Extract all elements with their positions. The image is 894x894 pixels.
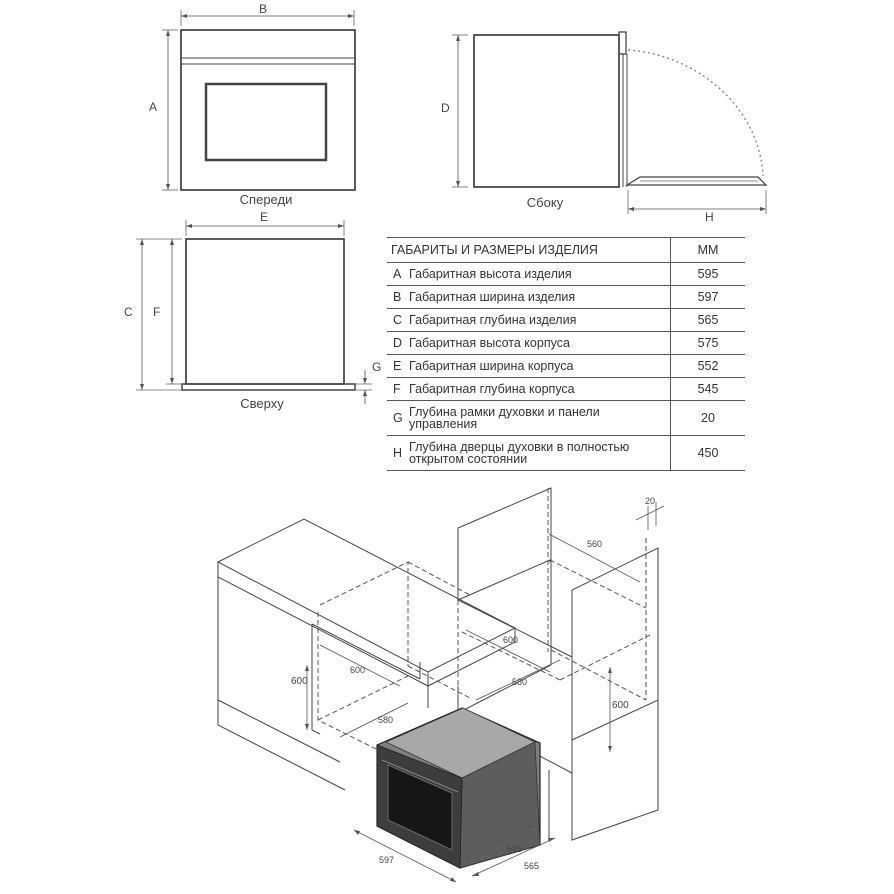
table-row: C Габаритная глубина изделия 565: [387, 308, 745, 332]
row-value: 552: [670, 354, 745, 378]
dim-label-f: F: [153, 305, 160, 319]
row-label: Габаритная высота изделия: [407, 262, 671, 286]
dim-label-h: H: [705, 210, 714, 224]
front-view: B A Спереди: [149, 2, 356, 207]
row-code: H: [387, 435, 407, 471]
dim-label-e: E: [260, 210, 268, 224]
row-value: 545: [670, 377, 745, 401]
side-oven-outline: [473, 34, 620, 188]
oven-depth-total-label: 565: [524, 861, 539, 871]
row-label: Габаритная ширина изделия: [407, 285, 671, 309]
row-label: Глубина рамки духовки и панели управлени…: [407, 400, 671, 436]
dimensions-table: ГАБАРИТЫ И РАЗМЕРЫ ИЗДЕЛИЯ MM A Габаритн…: [387, 237, 745, 471]
row-code: G: [387, 400, 407, 436]
tall-top-depth-label: 560: [587, 539, 602, 549]
side-view: D H Сбоку: [441, 31, 768, 224]
dim-label-b: B: [259, 2, 267, 16]
table-header: ГАБАРИТЫ И РАЗМЕРЫ ИЗДЕЛИЯ MM: [387, 237, 745, 263]
row-value: 450: [670, 435, 745, 471]
dim-label-a: A: [149, 100, 157, 114]
row-label: Габаритная высота корпуса: [407, 331, 671, 355]
row-value: 597: [670, 285, 745, 309]
row-code: A: [387, 262, 407, 286]
row-label: Габаритная глубина корпуса: [407, 377, 671, 401]
table-row: A Габаритная высота изделия 595: [387, 262, 745, 286]
top-view-caption: Сверху: [240, 396, 284, 411]
row-value: 20: [670, 400, 745, 436]
row-label: Глубина дверцы духовки в полностью откры…: [407, 435, 671, 471]
row-value: 595: [670, 262, 745, 286]
front-view-caption: Спереди: [240, 192, 293, 207]
row-code: C: [387, 308, 407, 332]
table-row: B Габаритная ширина изделия 597: [387, 285, 745, 309]
table-row: F Габаритная глубина корпуса 545: [387, 377, 745, 401]
row-code: E: [387, 354, 407, 378]
table-unit: MM: [670, 237, 745, 263]
dim-label-c: C: [124, 305, 133, 319]
dim-label-g: G: [372, 360, 381, 374]
table-row: D Габаритная высота корпуса 575: [387, 331, 745, 355]
tall-height-label: 600: [612, 700, 629, 711]
top-view: E C F G Сверху: [124, 210, 381, 411]
row-value: 565: [670, 308, 745, 332]
base-depth-label: 580: [378, 715, 393, 725]
tall-depth-label: 580: [512, 677, 527, 687]
table-title: ГАБАРИТЫ И РАЗМЕРЫ ИЗДЕЛИЯ: [387, 237, 671, 263]
oven-width-label: 597: [379, 855, 394, 865]
row-code: F: [387, 377, 407, 401]
side-view-caption: Сбоку: [527, 195, 564, 210]
row-label: Габаритная ширина корпуса: [407, 354, 671, 378]
row-value: 575: [670, 331, 745, 355]
tall-top-gap-label: 20: [645, 496, 655, 506]
table-row: E Габаритная ширина корпуса 552: [387, 354, 745, 378]
table-row: G Глубина рамки духовки и панели управле…: [387, 400, 745, 436]
table-row: H Глубина дверцы духовки в полностью отк…: [387, 435, 745, 471]
row-code: B: [387, 285, 407, 309]
row-code: D: [387, 331, 407, 355]
tall-width-label: 600: [503, 635, 518, 645]
row-label: Габаритная глубина изделия: [407, 308, 671, 332]
base-height-label: 600: [291, 676, 308, 687]
installation-drawing: 600 600 580 600 580 600 560 20 597 545 5…: [216, 487, 665, 883]
dim-label-d: D: [441, 101, 450, 115]
top-oven-outline: [185, 238, 345, 385]
oven-depth-body-label: 545: [507, 844, 522, 854]
base-width-label: 600: [350, 665, 365, 675]
